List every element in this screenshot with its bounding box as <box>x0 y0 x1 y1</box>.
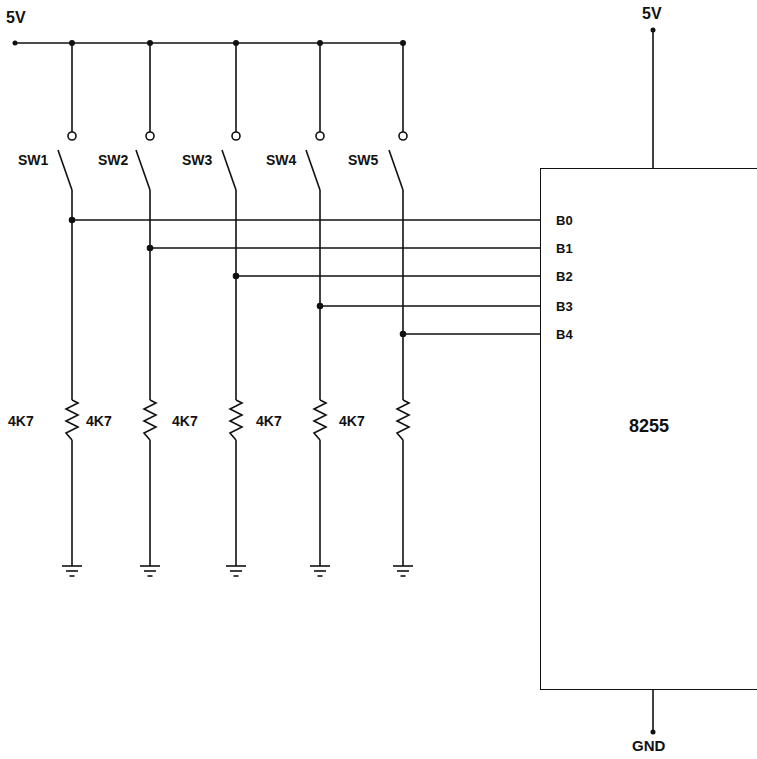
ground-symbol <box>144 570 156 572</box>
resistor-value: 4K7 <box>256 413 282 429</box>
switch-lever <box>58 150 72 190</box>
wire <box>149 190 151 400</box>
switch-contact <box>68 132 76 140</box>
chip-name: 8255 <box>629 416 669 437</box>
resistor-value: 4K7 <box>8 413 34 429</box>
resistor-symbol <box>397 400 409 440</box>
supply-label: 5V <box>642 6 662 22</box>
switch-resistor-branch <box>136 41 540 576</box>
junction-dot <box>148 41 152 45</box>
resistor-symbol <box>314 400 326 440</box>
ground-symbol <box>310 565 330 567</box>
ground-symbol <box>393 565 413 567</box>
switch-contact <box>316 132 324 140</box>
pin-name: B4 <box>556 327 573 343</box>
switch-resistor-branch <box>306 41 540 576</box>
port-wire <box>72 219 540 221</box>
switch-lever <box>136 150 150 190</box>
switch-name: SW2 <box>98 152 128 168</box>
ground-symbol <box>148 575 153 577</box>
ground-label: GND <box>632 738 665 754</box>
pin-name: B0 <box>556 213 573 229</box>
ground-symbol <box>66 570 78 572</box>
switch-lever <box>306 150 320 190</box>
ground-symbol <box>234 575 239 577</box>
switch-name: SW4 <box>266 152 296 168</box>
switch-contact <box>232 132 240 140</box>
wire <box>402 190 404 400</box>
ground-symbol <box>401 575 406 577</box>
pin-name: B3 <box>556 299 573 315</box>
wire <box>319 43 321 132</box>
resistor-symbol <box>230 400 242 440</box>
switch-resistor-branch <box>58 41 540 576</box>
junction-dot <box>401 332 406 337</box>
port-wire <box>403 333 540 335</box>
wire <box>402 440 404 566</box>
terminal-dot <box>651 730 656 735</box>
ground-symbol <box>62 565 82 567</box>
wire <box>319 440 321 566</box>
junction-dot <box>70 218 75 223</box>
pin-name: B1 <box>556 241 573 257</box>
supply-label: 5V <box>6 10 26 26</box>
ground-symbol <box>314 570 326 572</box>
pin-name: B2 <box>556 269 573 285</box>
junction-dot <box>148 246 153 251</box>
terminal-dot <box>13 41 18 46</box>
wire <box>149 43 151 132</box>
wire <box>319 190 321 400</box>
wire <box>235 440 237 566</box>
port-wire <box>320 305 540 307</box>
switch-resistor-branch <box>222 41 540 576</box>
wire <box>149 440 151 566</box>
resistor-value: 4K7 <box>339 413 365 429</box>
wire <box>71 43 73 132</box>
junction-dot <box>318 304 323 309</box>
switch-resistor-branch <box>389 41 540 576</box>
ground-symbol <box>70 575 75 577</box>
wire <box>235 43 237 132</box>
ground-symbol <box>230 570 242 572</box>
resistor-value: 4K7 <box>86 413 112 429</box>
ground-symbol <box>318 575 323 577</box>
switch-lever <box>222 150 236 190</box>
resistor-symbol <box>144 400 156 440</box>
resistor-symbol <box>66 400 78 440</box>
junction-dot <box>234 274 239 279</box>
port-wire <box>150 247 540 249</box>
switch-contact <box>146 132 154 140</box>
switch-name: SW3 <box>182 152 212 168</box>
switch-lever <box>389 150 403 190</box>
wire <box>402 43 404 132</box>
junction-dot <box>318 41 322 45</box>
chip-ground-wire <box>652 690 654 732</box>
ground-symbol <box>397 570 409 572</box>
chip-supply-wire <box>652 30 654 168</box>
switch-contact <box>399 132 407 140</box>
terminal-dot <box>651 28 656 33</box>
ground-symbol <box>140 565 160 567</box>
junction-dot <box>70 41 74 45</box>
switch-name: SW5 <box>348 152 378 168</box>
junction-dot <box>401 41 405 45</box>
port-wire <box>236 275 540 277</box>
wire <box>235 190 237 400</box>
ground-symbol <box>226 565 246 567</box>
junction-dot <box>234 41 238 45</box>
wire <box>71 440 73 566</box>
resistor-value: 4K7 <box>172 413 198 429</box>
switch-name: SW1 <box>18 152 48 168</box>
